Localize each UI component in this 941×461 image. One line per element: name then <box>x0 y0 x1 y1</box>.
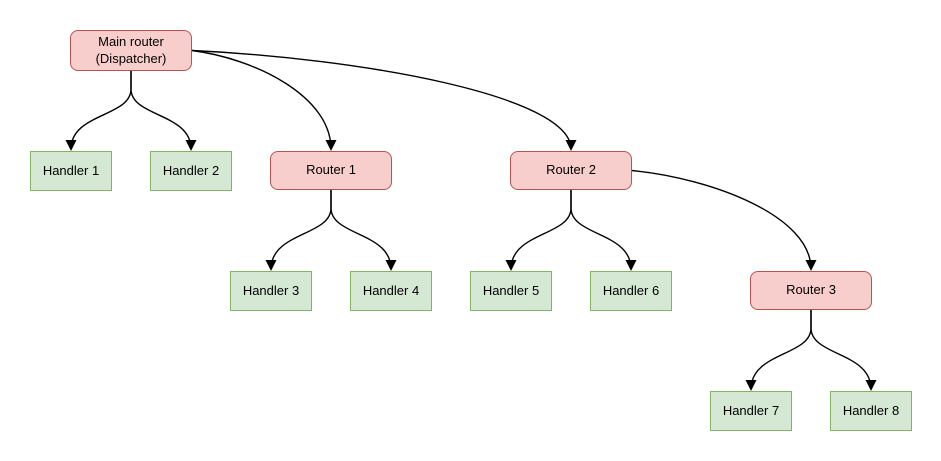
node-router-1: Router 1 <box>270 151 392 190</box>
edge-router-2-to-router-3 <box>631 169 817 271</box>
edge-main-router-to-handler-1 <box>65 71 132 151</box>
node-label: Handler 2 <box>162 162 220 178</box>
edge-router-1-to-handler-3 <box>265 190 332 271</box>
edge-router-3-to-handler-7 <box>745 310 812 391</box>
node-handler-8: Handler 8 <box>830 391 912 431</box>
node-label: Router 2 <box>546 162 596 178</box>
edge-router-2-to-handler-6 <box>570 190 637 271</box>
node-handler-5: Handler 5 <box>470 271 552 311</box>
node-router-3: Router 3 <box>750 271 872 310</box>
node-label: Router 1 <box>306 162 356 178</box>
node-label: Handler 4 <box>362 282 420 298</box>
edge-main-router-to-router-2 <box>191 49 577 151</box>
node-handler-2: Handler 2 <box>150 151 232 191</box>
edge-router-1-to-handler-4 <box>330 190 397 271</box>
node-label: Handler 5 <box>482 282 540 298</box>
node-handler-6: Handler 6 <box>590 271 672 311</box>
node-label: Handler 8 <box>842 402 900 418</box>
node-handler-7: Handler 7 <box>710 391 792 431</box>
node-label: Router 3 <box>786 282 836 298</box>
node-label: Main router (Dispatcher) <box>95 34 167 66</box>
edge-router-3-to-handler-8 <box>810 310 877 391</box>
node-handler-3: Handler 3 <box>230 271 312 311</box>
node-router-2: Router 2 <box>510 151 632 190</box>
edge-main-router-to-handler-2 <box>130 71 197 151</box>
node-handler-4: Handler 4 <box>350 271 432 311</box>
node-label: Handler 3 <box>242 282 300 298</box>
node-label: Handler 1 <box>42 162 100 178</box>
edge-main-router-to-router-1 <box>191 49 337 151</box>
edge-router-2-to-handler-5 <box>505 190 572 271</box>
node-label: Handler 7 <box>722 402 780 418</box>
node-handler-1: Handler 1 <box>30 151 112 191</box>
node-label: Handler 6 <box>602 282 660 298</box>
node-main-router: Main router (Dispatcher) <box>70 30 192 71</box>
